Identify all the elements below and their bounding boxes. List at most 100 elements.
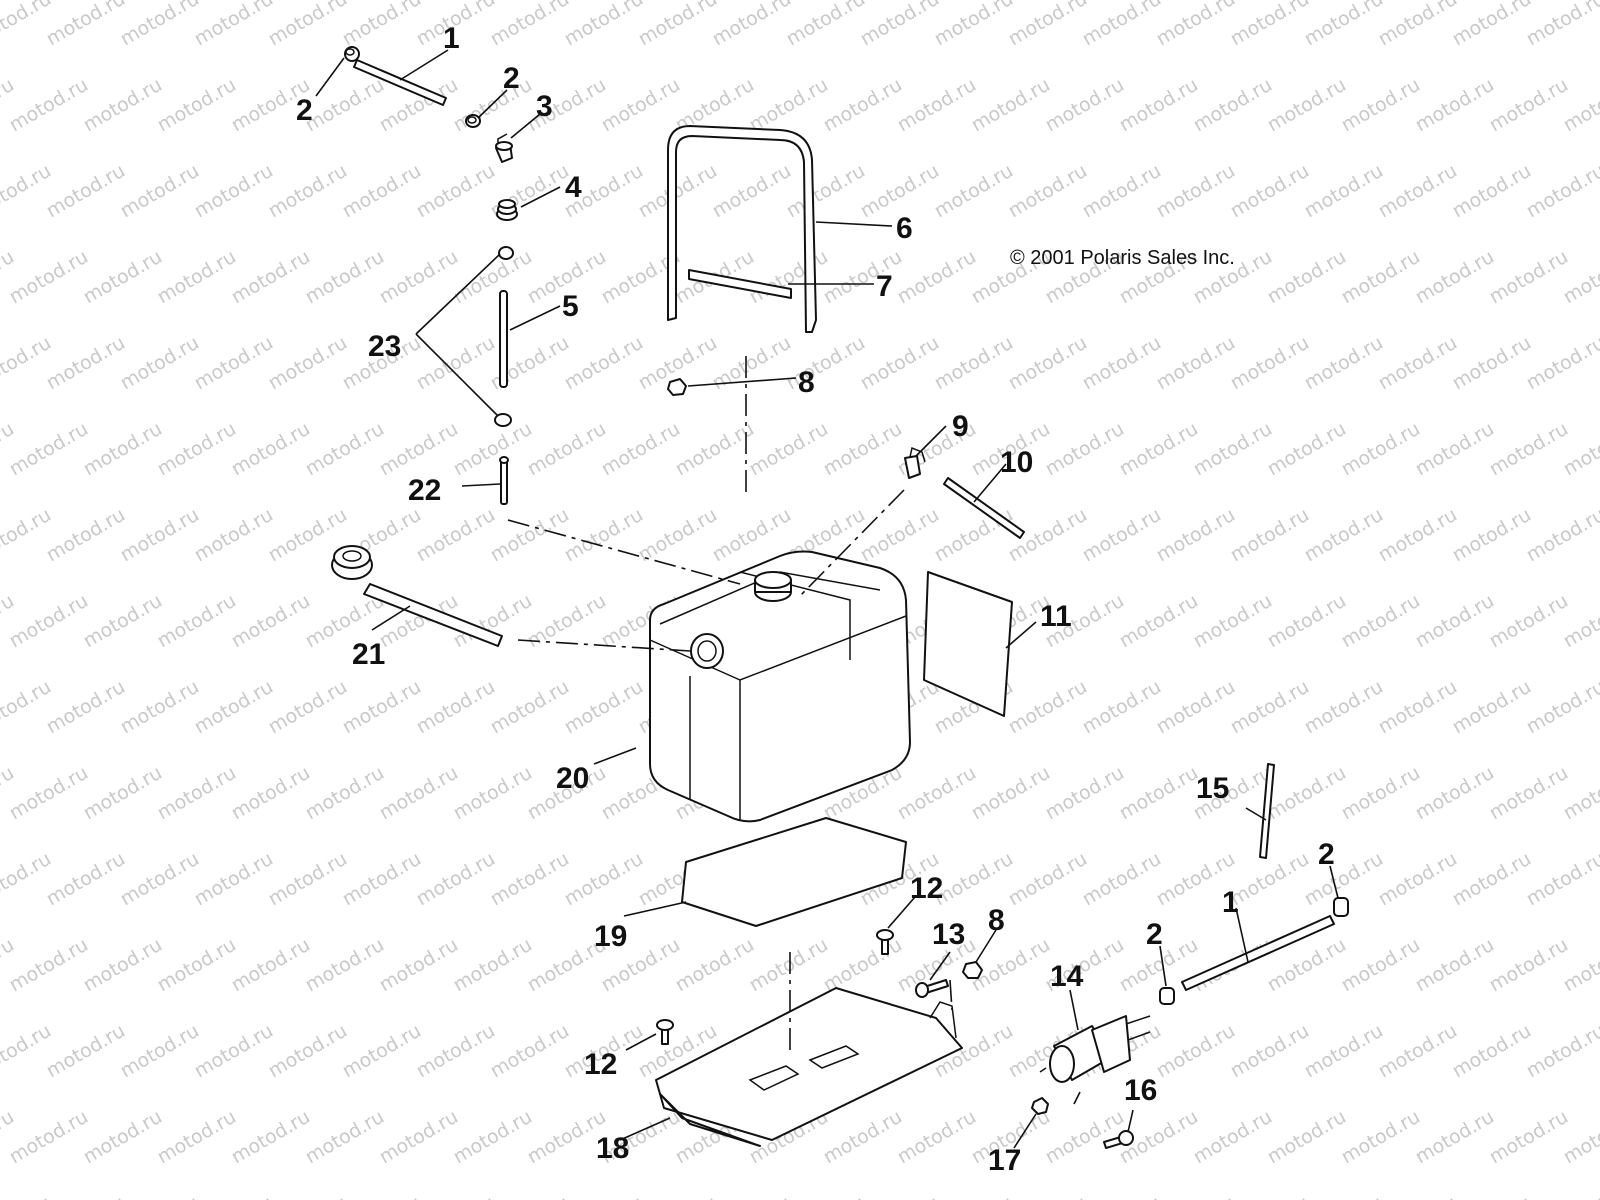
watermark-text: motod.ru <box>1116 590 1202 653</box>
part-mount-tray <box>655 987 963 1147</box>
callout-6: 6 <box>896 212 913 245</box>
callout-15: 15 <box>1196 772 1229 805</box>
watermark-text: motod.ru <box>1375 1020 1461 1083</box>
watermark-text: motod.ru <box>1005 0 1091 50</box>
watermark-text: motod.ru <box>191 848 277 911</box>
watermark-text: motod.ru <box>302 418 388 481</box>
watermark-text: motod.ru <box>1301 332 1387 395</box>
watermark-text: motod.ru <box>1338 74 1424 137</box>
watermark-text: motod.ru <box>154 762 240 825</box>
watermark-text: motod.ru <box>154 246 240 309</box>
part-hose-bottom <box>1181 915 1335 991</box>
watermark-text: motod.ru <box>1449 848 1535 911</box>
copyright-notice: © 2001 Polaris Sales Inc. <box>1010 247 1235 269</box>
watermark-text: motod.ru <box>709 1192 795 1200</box>
callouts: 1 2 2 3 4 5 6 7 8 9 10 11 12 12 13 8 14 … <box>296 22 1335 1177</box>
watermark-text: motod.ru <box>1375 332 1461 395</box>
watermark-text: motod.ru <box>413 676 499 739</box>
watermark-text: motod.ru <box>117 1192 203 1200</box>
watermark-text: motod.ru <box>1301 0 1387 50</box>
watermark-text: motod.ru <box>561 504 647 567</box>
watermark-text: motod.ru <box>117 1020 203 1083</box>
watermark-text: motod.ru <box>561 1192 647 1200</box>
watermark-text: motod.ru <box>783 332 869 395</box>
watermark-text: motod.ru <box>413 332 499 395</box>
watermark-text: motod.ru <box>302 74 388 137</box>
watermark-text: motod.ru <box>6 762 92 825</box>
watermark-text: motod.ru <box>1042 74 1128 137</box>
watermark-text: motod.ru <box>1523 676 1600 739</box>
watermark-text: motod.ru <box>709 0 795 50</box>
watermark-text: motod.ru <box>968 74 1054 137</box>
watermark-text: motod.ru <box>1227 160 1313 223</box>
watermark-text: motod.ru <box>117 504 203 567</box>
watermark-text: motod.ru <box>265 1020 351 1083</box>
watermark-text: motod.ru <box>635 1192 721 1200</box>
watermark-text: motod.ru <box>1523 1020 1600 1083</box>
watermark-text: motod.ru <box>783 1192 869 1200</box>
watermark-text: motod.ru <box>1005 1192 1091 1200</box>
watermark-text: motod.ru <box>265 1192 351 1200</box>
watermark-text: motod.ru <box>376 418 462 481</box>
watermark-text: motod.ru <box>80 1106 166 1169</box>
watermark-text: motod.ru <box>265 332 351 395</box>
watermark-text: motod.ru <box>1338 762 1424 825</box>
callout-1: 1 <box>1222 886 1239 919</box>
watermark-text: motod.ru <box>413 848 499 911</box>
watermark-text: motod.ru <box>228 418 314 481</box>
watermark-text: motod.ru <box>6 934 92 997</box>
watermark-text: motod.ru <box>228 934 314 997</box>
part-fuel-cap-gauge <box>331 545 503 647</box>
watermark-text: motod.ru <box>228 590 314 653</box>
part-tank-strap <box>667 125 817 333</box>
watermark-text: motod.ru <box>413 1020 499 1083</box>
watermark-text: motod.ru <box>1375 0 1461 50</box>
watermark-text: motod.ru <box>6 74 92 137</box>
watermark-text: motod.ru <box>191 160 277 223</box>
part-fuel-pump <box>1039 1015 1151 1083</box>
watermark-text: motod.ru <box>43 1020 129 1083</box>
watermark-text: motod.ru <box>894 74 980 137</box>
watermark-text: motod.ru <box>783 0 869 50</box>
watermark-text: motod.ru <box>1042 418 1128 481</box>
watermark-text: motod.ru <box>80 934 166 997</box>
callout-2: 2 <box>1146 918 1163 951</box>
watermark-text: motod.ru <box>6 418 92 481</box>
watermark-text: motod.ru <box>709 332 795 395</box>
callout-2: 2 <box>1318 838 1335 871</box>
watermark-text: motod.ru <box>1264 418 1350 481</box>
watermark-text: motod.ru <box>709 160 795 223</box>
callout-8: 8 <box>988 904 1005 937</box>
watermark-text: motod.ru <box>1486 934 1572 997</box>
watermark-text: motod.ru <box>1338 418 1424 481</box>
watermark-text: motod.ru <box>1153 1020 1239 1083</box>
watermark-text: motod.ru <box>561 332 647 395</box>
watermark-text: motod.ru <box>302 1106 388 1169</box>
part-fuel-tank <box>649 550 911 823</box>
watermark-text: motod.ru <box>746 418 832 481</box>
part-bushing-upper <box>498 246 514 260</box>
watermark-text: motod.ru <box>265 160 351 223</box>
watermark-text: motod.ru <box>561 0 647 50</box>
watermark-text: motod.ru <box>1375 676 1461 739</box>
part-vent-valve <box>495 133 513 163</box>
watermark-text: motod.ru <box>635 504 721 567</box>
watermark-text: motod.ru <box>117 0 203 50</box>
watermark-text: motod.ru <box>339 0 425 50</box>
part-screw <box>1103 1130 1134 1149</box>
watermark-text: motod.ru <box>1190 74 1276 137</box>
watermark-text: motod.ru <box>1264 246 1350 309</box>
part-nut-small <box>1031 1097 1049 1115</box>
callout-9: 9 <box>952 410 969 443</box>
callout-1: 1 <box>443 22 460 55</box>
watermark-text: motod.ru <box>1227 332 1313 395</box>
callout-16: 16 <box>1124 1074 1157 1107</box>
watermark-text: motod.ru <box>931 848 1017 911</box>
watermark-text: motod.ru <box>154 590 240 653</box>
part-cap-bottom-right <box>1333 897 1349 917</box>
watermark-text: motod.ru <box>894 1106 980 1169</box>
watermark-text: motod.ru <box>894 762 980 825</box>
watermark-text: motod.ru <box>1338 246 1424 309</box>
watermark-text: motod.ru <box>117 676 203 739</box>
